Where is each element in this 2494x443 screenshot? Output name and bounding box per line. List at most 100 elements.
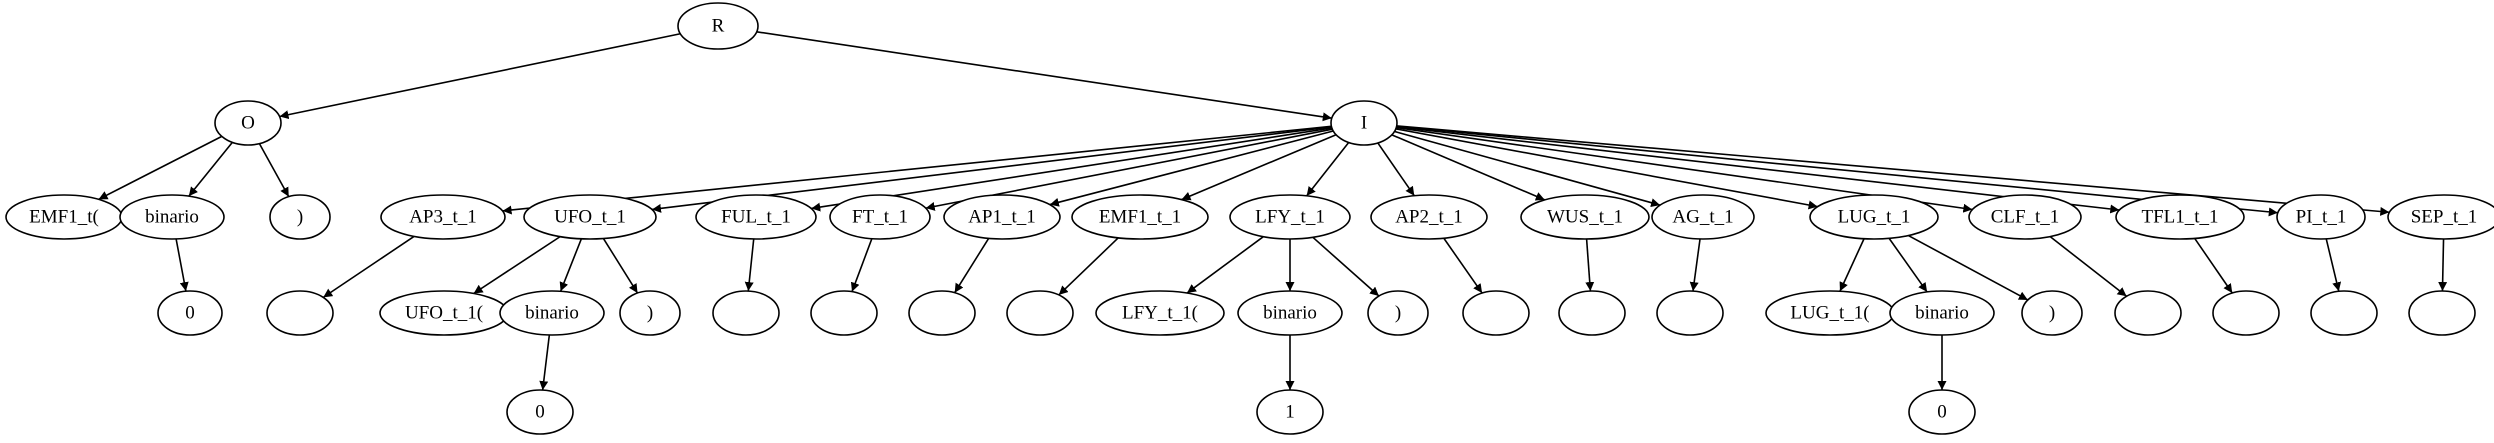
edge-lug-to-lug-p bbox=[1908, 234, 2029, 301]
node-label: AP1_t_1 bbox=[968, 207, 1036, 228]
edge-lfy-to-lfy-p bbox=[1312, 236, 1380, 297]
tree-node-lug-p: ) bbox=[2021, 290, 2083, 336]
node-label: LFY_t_1 bbox=[1255, 207, 1325, 228]
edge-wus-to-wus-c bbox=[1585, 238, 1595, 292]
edge-ap2-to-ap2-c bbox=[1443, 237, 1483, 294]
node-label: 1 bbox=[1285, 402, 1295, 423]
edge-clf-to-clf-c bbox=[2049, 236, 2128, 297]
edge-i-to-ag bbox=[1394, 130, 1661, 208]
node-ellipse bbox=[2408, 290, 2476, 336]
tree-node-lfy-b-v: 1 bbox=[1256, 389, 1324, 435]
node-ellipse bbox=[1229, 194, 1351, 240]
tree-node-o-emf: EMF1_t( bbox=[5, 194, 123, 240]
tree-node-wus: WUS_t_1 bbox=[1520, 194, 1650, 240]
tree-node-lug-b: binario bbox=[1889, 290, 1995, 336]
edge-ufo-b-to-ufo-b-v bbox=[539, 334, 551, 391]
edge-o-bin-to-o-bin-0 bbox=[175, 238, 189, 292]
edge-o-to-o-par bbox=[258, 143, 290, 198]
tree-node-pi-c bbox=[2310, 290, 2378, 336]
tree-node-lfy-p: ) bbox=[1367, 290, 1429, 336]
node-ellipse bbox=[2021, 290, 2083, 336]
tree-node-o-bin-0: 0 bbox=[157, 290, 223, 336]
tree-node-sep: SEP_t_1 bbox=[2387, 194, 2494, 240]
node-label: O bbox=[241, 113, 255, 134]
node-label: 0 bbox=[535, 402, 545, 423]
node-ellipse bbox=[506, 389, 574, 435]
tree-node-ag: AG_t_1 bbox=[1651, 194, 1755, 240]
edge-o-to-o-emf bbox=[98, 135, 223, 201]
node-ellipse bbox=[1006, 290, 1074, 336]
node-label: LUG_t_1 bbox=[1838, 207, 1911, 228]
edge-i-to-pi bbox=[1396, 125, 2278, 217]
node-ellipse bbox=[619, 290, 681, 336]
tree-node-ufo-a: UFO_t_1( bbox=[379, 290, 509, 336]
node-ellipse bbox=[269, 194, 331, 240]
node-ellipse bbox=[829, 194, 931, 240]
node-ellipse bbox=[1558, 290, 1626, 336]
edge-i-to-ap2 bbox=[1377, 142, 1415, 197]
edge-ful-to-ful-c bbox=[744, 238, 755, 292]
node-label: 0 bbox=[185, 303, 195, 324]
tree-node-ap3: AP3_t_1 bbox=[380, 194, 506, 240]
edge-ap1-to-ap1-c bbox=[954, 237, 990, 294]
tree-node-ufo-b-v: 0 bbox=[506, 389, 574, 435]
tree-node-tfl1: TFL1_t_1 bbox=[2115, 194, 2245, 240]
node-ellipse bbox=[1367, 290, 1429, 336]
tree-node-ap1: AP1_t_1 bbox=[943, 194, 1061, 240]
node-ellipse bbox=[943, 194, 1061, 240]
edge-lfy-to-lfy-a bbox=[1186, 236, 1264, 294]
node-label: TFL1_t_1 bbox=[2141, 207, 2218, 228]
tree-node-ft: FT_t_1 bbox=[829, 194, 931, 240]
tree-node-ap2: AP2_t_1 bbox=[1370, 194, 1488, 240]
tree-node-o-par: ) bbox=[269, 194, 331, 240]
node-label: UFO_t_1 bbox=[554, 207, 626, 228]
node-label: AP3_t_1 bbox=[409, 207, 477, 228]
node-ellipse bbox=[2310, 290, 2378, 336]
tree-node-tfl1-c bbox=[2212, 290, 2280, 336]
edge-pi-to-pi-c bbox=[2325, 238, 2342, 292]
tree-node-ag-c bbox=[1656, 290, 1724, 336]
node-label: AP2_t_1 bbox=[1395, 207, 1463, 228]
edge-tfl1-to-tfl1-c bbox=[2194, 237, 2233, 294]
edge-i-to-ap3 bbox=[502, 125, 1332, 215]
edge-lug-to-lug-a bbox=[1839, 238, 1865, 292]
tree-node-emf1: EMF1_t_1 bbox=[1071, 194, 1209, 240]
edge-o-to-o-bin bbox=[188, 141, 233, 197]
tree-node-lug-b-v: 0 bbox=[1908, 389, 1976, 435]
tree-node-ful-c bbox=[712, 290, 780, 336]
node-ellipse bbox=[1237, 290, 1343, 336]
node-ellipse bbox=[499, 290, 605, 336]
node-ellipse bbox=[712, 290, 780, 336]
node-ellipse bbox=[1071, 194, 1209, 240]
node-ellipse bbox=[677, 2, 759, 50]
tree-node-clf: CLF_t_1 bbox=[1968, 194, 2082, 240]
node-label: 0 bbox=[1937, 402, 1947, 423]
tree-node-lug: LUG_t_1 bbox=[1809, 194, 1939, 240]
edge-i-to-emf1 bbox=[1181, 133, 1337, 201]
node-label: WUS_t_1 bbox=[1547, 207, 1623, 228]
node-label: EMF1_t_1 bbox=[1099, 207, 1181, 228]
node-ellipse bbox=[266, 290, 334, 336]
edge-i-to-tfl1 bbox=[1396, 125, 2120, 214]
node-ellipse bbox=[2114, 290, 2182, 336]
node-ellipse bbox=[1520, 194, 1650, 240]
edge-layer bbox=[98, 31, 2448, 391]
node-ellipse bbox=[523, 194, 657, 240]
node-ellipse bbox=[695, 194, 817, 240]
node-label: I bbox=[1361, 113, 1367, 134]
node-ellipse bbox=[908, 290, 976, 336]
node-label: ) bbox=[2049, 303, 2055, 324]
node-ellipse bbox=[380, 194, 506, 240]
node-ellipse bbox=[810, 290, 878, 336]
tree-node-i: I bbox=[1330, 100, 1398, 146]
node-ellipse bbox=[1330, 100, 1398, 146]
node-label: binario bbox=[1915, 303, 1969, 324]
node-label: PI_t_1 bbox=[2296, 207, 2347, 228]
node-ellipse bbox=[1968, 194, 2082, 240]
node-ellipse bbox=[119, 194, 225, 240]
node-ellipse bbox=[1908, 389, 1976, 435]
edge-r-to-o bbox=[279, 32, 681, 120]
edge-sep-to-sep-c bbox=[2438, 238, 2448, 292]
